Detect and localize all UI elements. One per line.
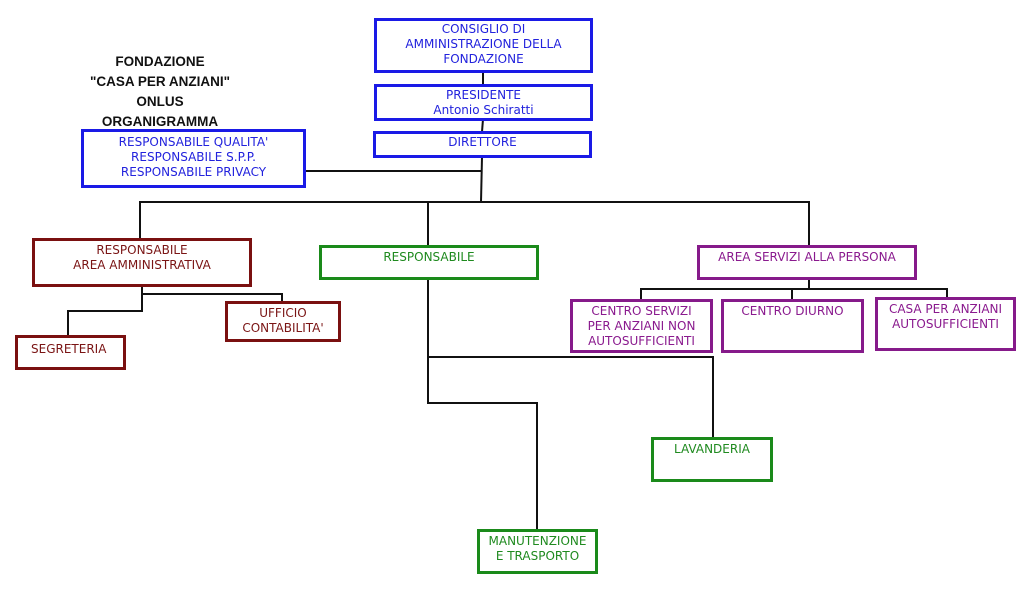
node-segreteria: SEGRETERIA: [15, 335, 126, 370]
node-label: MANUTENZIONE: [488, 534, 587, 548]
connector-persona-bus: [640, 288, 948, 299]
node-label: CASA PER ANZIANI: [888, 302, 1003, 316]
title-line: "CASA PER ANZIANI": [89, 74, 231, 89]
node-label: PRESIDENTE: [445, 88, 522, 102]
node-label: RESPONSABILE: [96, 243, 188, 257]
node-casa-autosufficienti: CASA PER ANZIANI AUTOSUFFICIENTI: [875, 297, 1016, 351]
node-label: AUTOSUFFICIENTI: [588, 334, 695, 348]
node-label: DIRETTORE: [448, 135, 517, 149]
node-label: PER ANZIANI NON: [587, 319, 696, 333]
connector-direttore-trunk: [480, 156, 483, 203]
node-area-servizi-persona: AREA SERVIZI ALLA PERSONA: [697, 245, 917, 280]
node-label: FONDAZIONE: [443, 52, 524, 66]
node-label: UFFICIO: [259, 306, 307, 320]
node-label: AREA SERVIZI ALLA PERSONA: [718, 250, 896, 264]
node-label: E TRASPORTO: [495, 549, 580, 563]
node-consiglio: CONSIGLIO DI AMMINISTRAZIONE DELLA FONDA…: [374, 18, 593, 73]
connector-manutenzione: [428, 402, 538, 530]
node-ufficio-contabilita: UFFICIO CONTABILITA': [225, 301, 341, 342]
node-label: RESPONSABILE QUALITA': [118, 135, 269, 149]
node-presidente: PRESIDENTE Antonio Schiratti: [374, 84, 593, 121]
node-staff: RESPONSABILE QUALITA' RESPONSABILE S.P.P…: [81, 129, 306, 188]
org-title: FONDAZIONE "CASA PER ANZIANI" ONLUS ORGA…: [70, 52, 250, 132]
connector-lavanderia: [428, 356, 714, 438]
connector-presidente-direttore: [481, 118, 484, 133]
node-responsabile: RESPONSABILE: [319, 245, 539, 280]
node-label: RESPONSABILE PRIVACY: [120, 165, 267, 179]
node-centro-servizi: CENTRO SERVIZI PER ANZIANI NON AUTOSUFFI…: [570, 299, 713, 353]
title-line: FONDAZIONE: [115, 54, 205, 69]
node-area-amministrativa: RESPONSABILE AREA AMMINISTRATIVA: [32, 238, 252, 287]
node-label: AUTOSUFFICIENTI: [892, 317, 999, 331]
node-label: AREA AMMINISTRATIVA: [73, 258, 211, 272]
node-direttore: DIRETTORE: [373, 131, 592, 158]
node-lavanderia: LAVANDERIA: [651, 437, 773, 482]
node-label: CONSIGLIO DI: [441, 22, 526, 36]
node-centro-diurno: CENTRO DIURNO: [721, 299, 864, 353]
title-line: ONLUS: [136, 94, 184, 109]
node-label: AMMINISTRAZIONE DELLA: [405, 37, 562, 51]
node-label: LAVANDERIA: [674, 442, 750, 456]
node-label: SEGRETERIA: [31, 342, 107, 356]
node-label: RESPONSABILE: [383, 250, 475, 264]
node-manutenzione: MANUTENZIONE E TRASPORTO: [477, 529, 598, 574]
node-label: RESPONSABILE S.P.P.: [131, 150, 256, 164]
node-label: CENTRO SERVIZI: [591, 304, 692, 318]
title-line: ORGANIGRAMMA: [101, 114, 219, 129]
node-label: CENTRO DIURNO: [741, 304, 844, 318]
connector-main-bus: [139, 201, 810, 245]
node-label: Antonio Schiratti: [433, 103, 534, 117]
node-label: CONTABILITA': [242, 321, 324, 335]
